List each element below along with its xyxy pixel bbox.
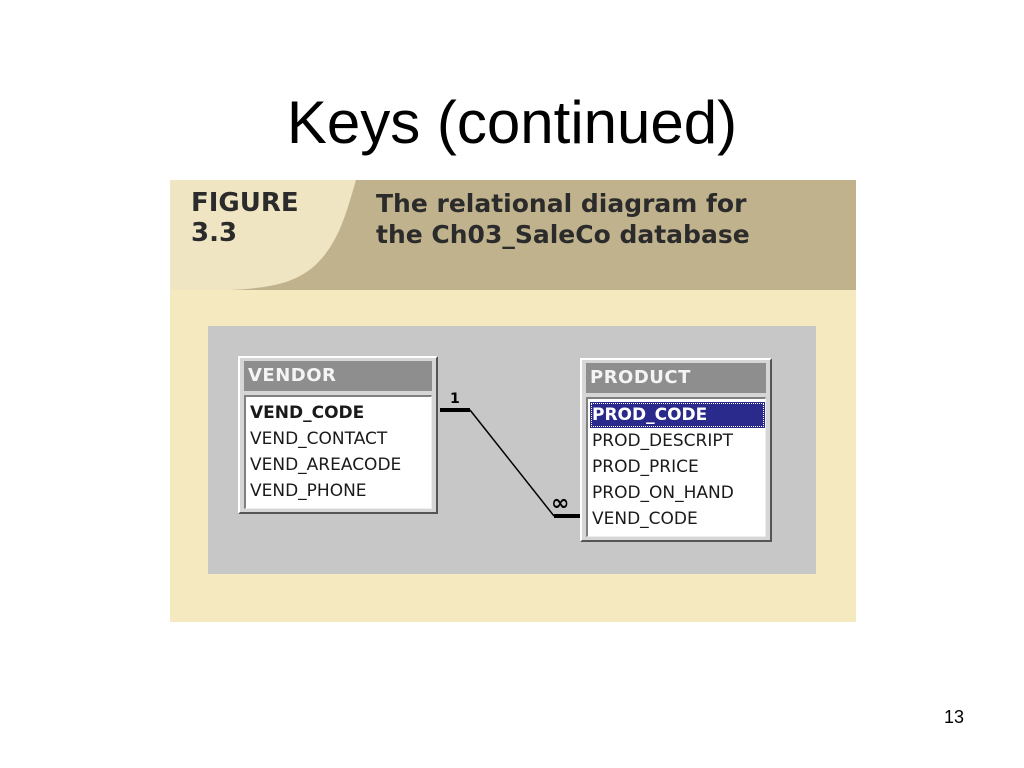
vendor-field-vend-areacode[interactable]: VEND_AREACODE (250, 455, 402, 475)
vendor-table-title[interactable]: VENDOR (244, 361, 432, 391)
figure-header-band (170, 180, 856, 290)
figure-label-number: 3.3 (191, 218, 238, 248)
slide-title: Keys (continued) (286, 89, 738, 156)
product-field-prod-code[interactable]: PROD_CODE (590, 402, 765, 428)
many-cardinality-label: ∞ (551, 491, 569, 516)
product-table-title[interactable]: PRODUCT (586, 363, 766, 393)
vendor-field-vend-code[interactable]: VEND_CODE (250, 403, 365, 423)
figure-caption-line1: The relational diagram for (376, 189, 747, 218)
product-field-prod-price[interactable]: PROD_PRICE (592, 457, 699, 477)
relationship-connector: 1 ∞ (440, 391, 580, 518)
product-field-list: PROD_CODE PROD_DESCRIPT PROD_PRICE PROD_… (586, 397, 766, 537)
vendor-field-vend-phone[interactable]: VEND_PHONE (250, 481, 367, 501)
vendor-field-vend-contact[interactable]: VEND_CONTACT (250, 429, 388, 449)
vendor-table[interactable]: VENDOR VEND_CODE VEND_CONTACT VEND_AREAC… (238, 356, 438, 514)
figure-label: FIGURE 3.3 (191, 188, 299, 248)
label-tab-shape (170, 180, 356, 290)
product-field-prod-descript[interactable]: PROD_DESCRIPT (592, 431, 733, 451)
page-number: 13 (943, 707, 964, 727)
relationship-line (469, 409, 555, 517)
figure-caption: The relational diagram for the Ch03_Sale… (376, 188, 750, 250)
relationship-canvas: 1 ∞ VENDOR VEND_CODE VEND_CONTACT VEND_A… (208, 326, 816, 574)
product-field-prod-on-hand[interactable]: PROD_ON_HAND (592, 483, 734, 503)
product-field-vend-code[interactable]: VEND_CODE (592, 509, 698, 529)
figure-caption-line2: the Ch03_SaleCo database (376, 220, 750, 249)
vendor-field-list: VEND_CODE VEND_CONTACT VEND_AREACODE VEN… (244, 395, 432, 509)
product-table[interactable]: PRODUCT PROD_CODE PROD_DESCRIPT PROD_PRI… (580, 358, 772, 542)
one-cardinality-label: 1 (450, 391, 460, 407)
figure-panel: FIGURE 3.3 The relational diagram for th… (170, 180, 856, 622)
figure-label-word: FIGURE (191, 188, 299, 218)
